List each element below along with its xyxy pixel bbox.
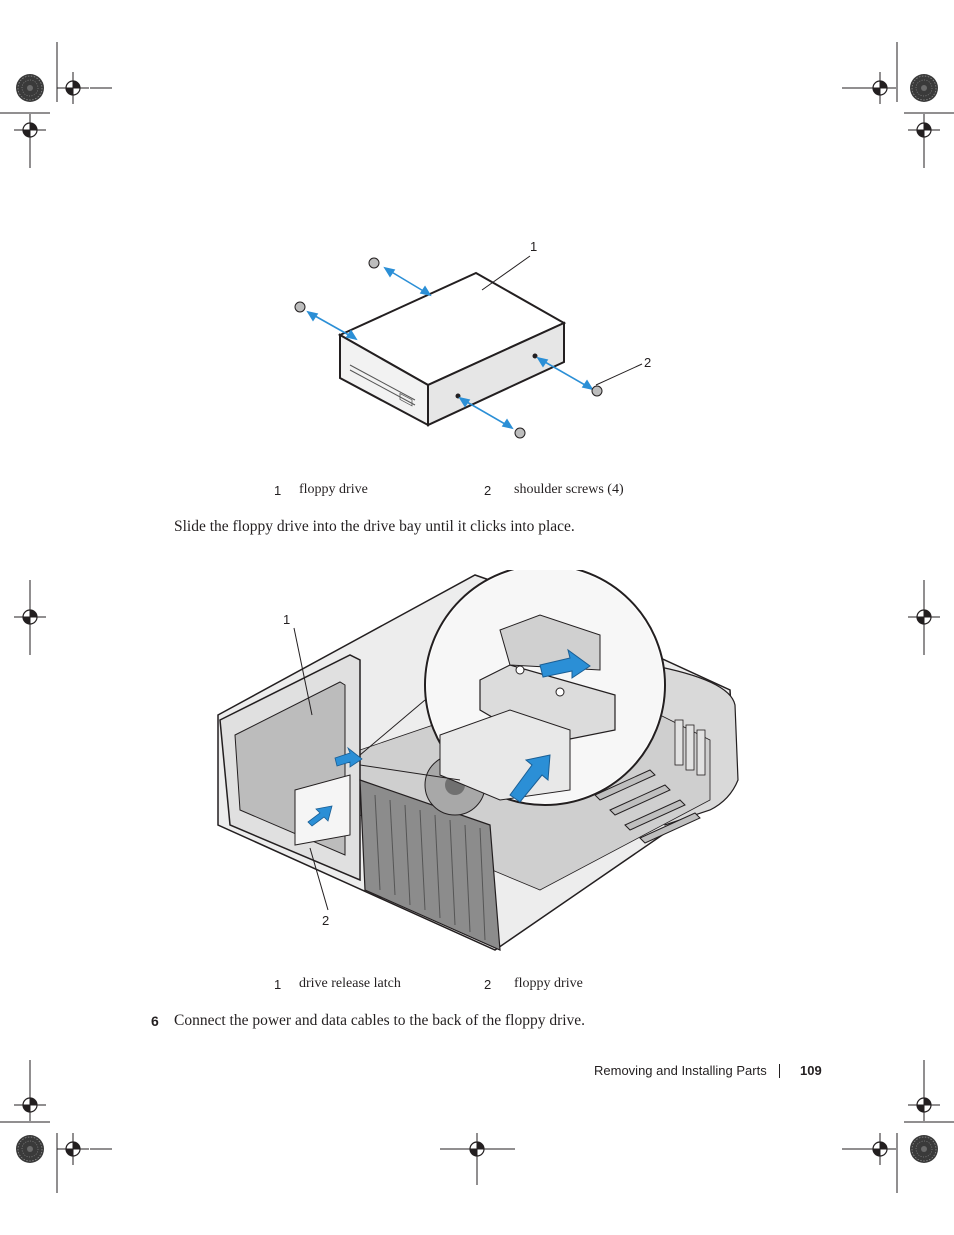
legend-label: shoulder screws (4) (514, 482, 624, 497)
footer-section-title: Removing and Installing Parts (594, 1063, 767, 1078)
instruction-paragraph: Slide the floppy drive into the drive ba… (174, 518, 575, 535)
legend-number: 2 (484, 977, 492, 992)
footer-separator (779, 1064, 780, 1078)
callout-2: 2 (644, 355, 652, 370)
legend-label: floppy drive (299, 482, 368, 497)
page-number: 109 (800, 1063, 822, 1078)
legend-number: 2 (484, 483, 492, 498)
step-number: 6 (151, 1013, 159, 1029)
legend-label: drive release latch (299, 976, 401, 991)
legend-label: floppy drive (514, 976, 583, 991)
callout-2: 2 (322, 913, 330, 928)
chassis-illustration (217, 570, 739, 951)
legend-number: 1 (274, 483, 282, 498)
legend-number: 1 (274, 977, 282, 992)
step-text: Connect the power and data cables to the… (174, 1012, 586, 1029)
floppy-drive-illustration (294, 255, 643, 439)
callout-1: 1 (283, 612, 291, 627)
callout-1: 1 (530, 239, 538, 254)
